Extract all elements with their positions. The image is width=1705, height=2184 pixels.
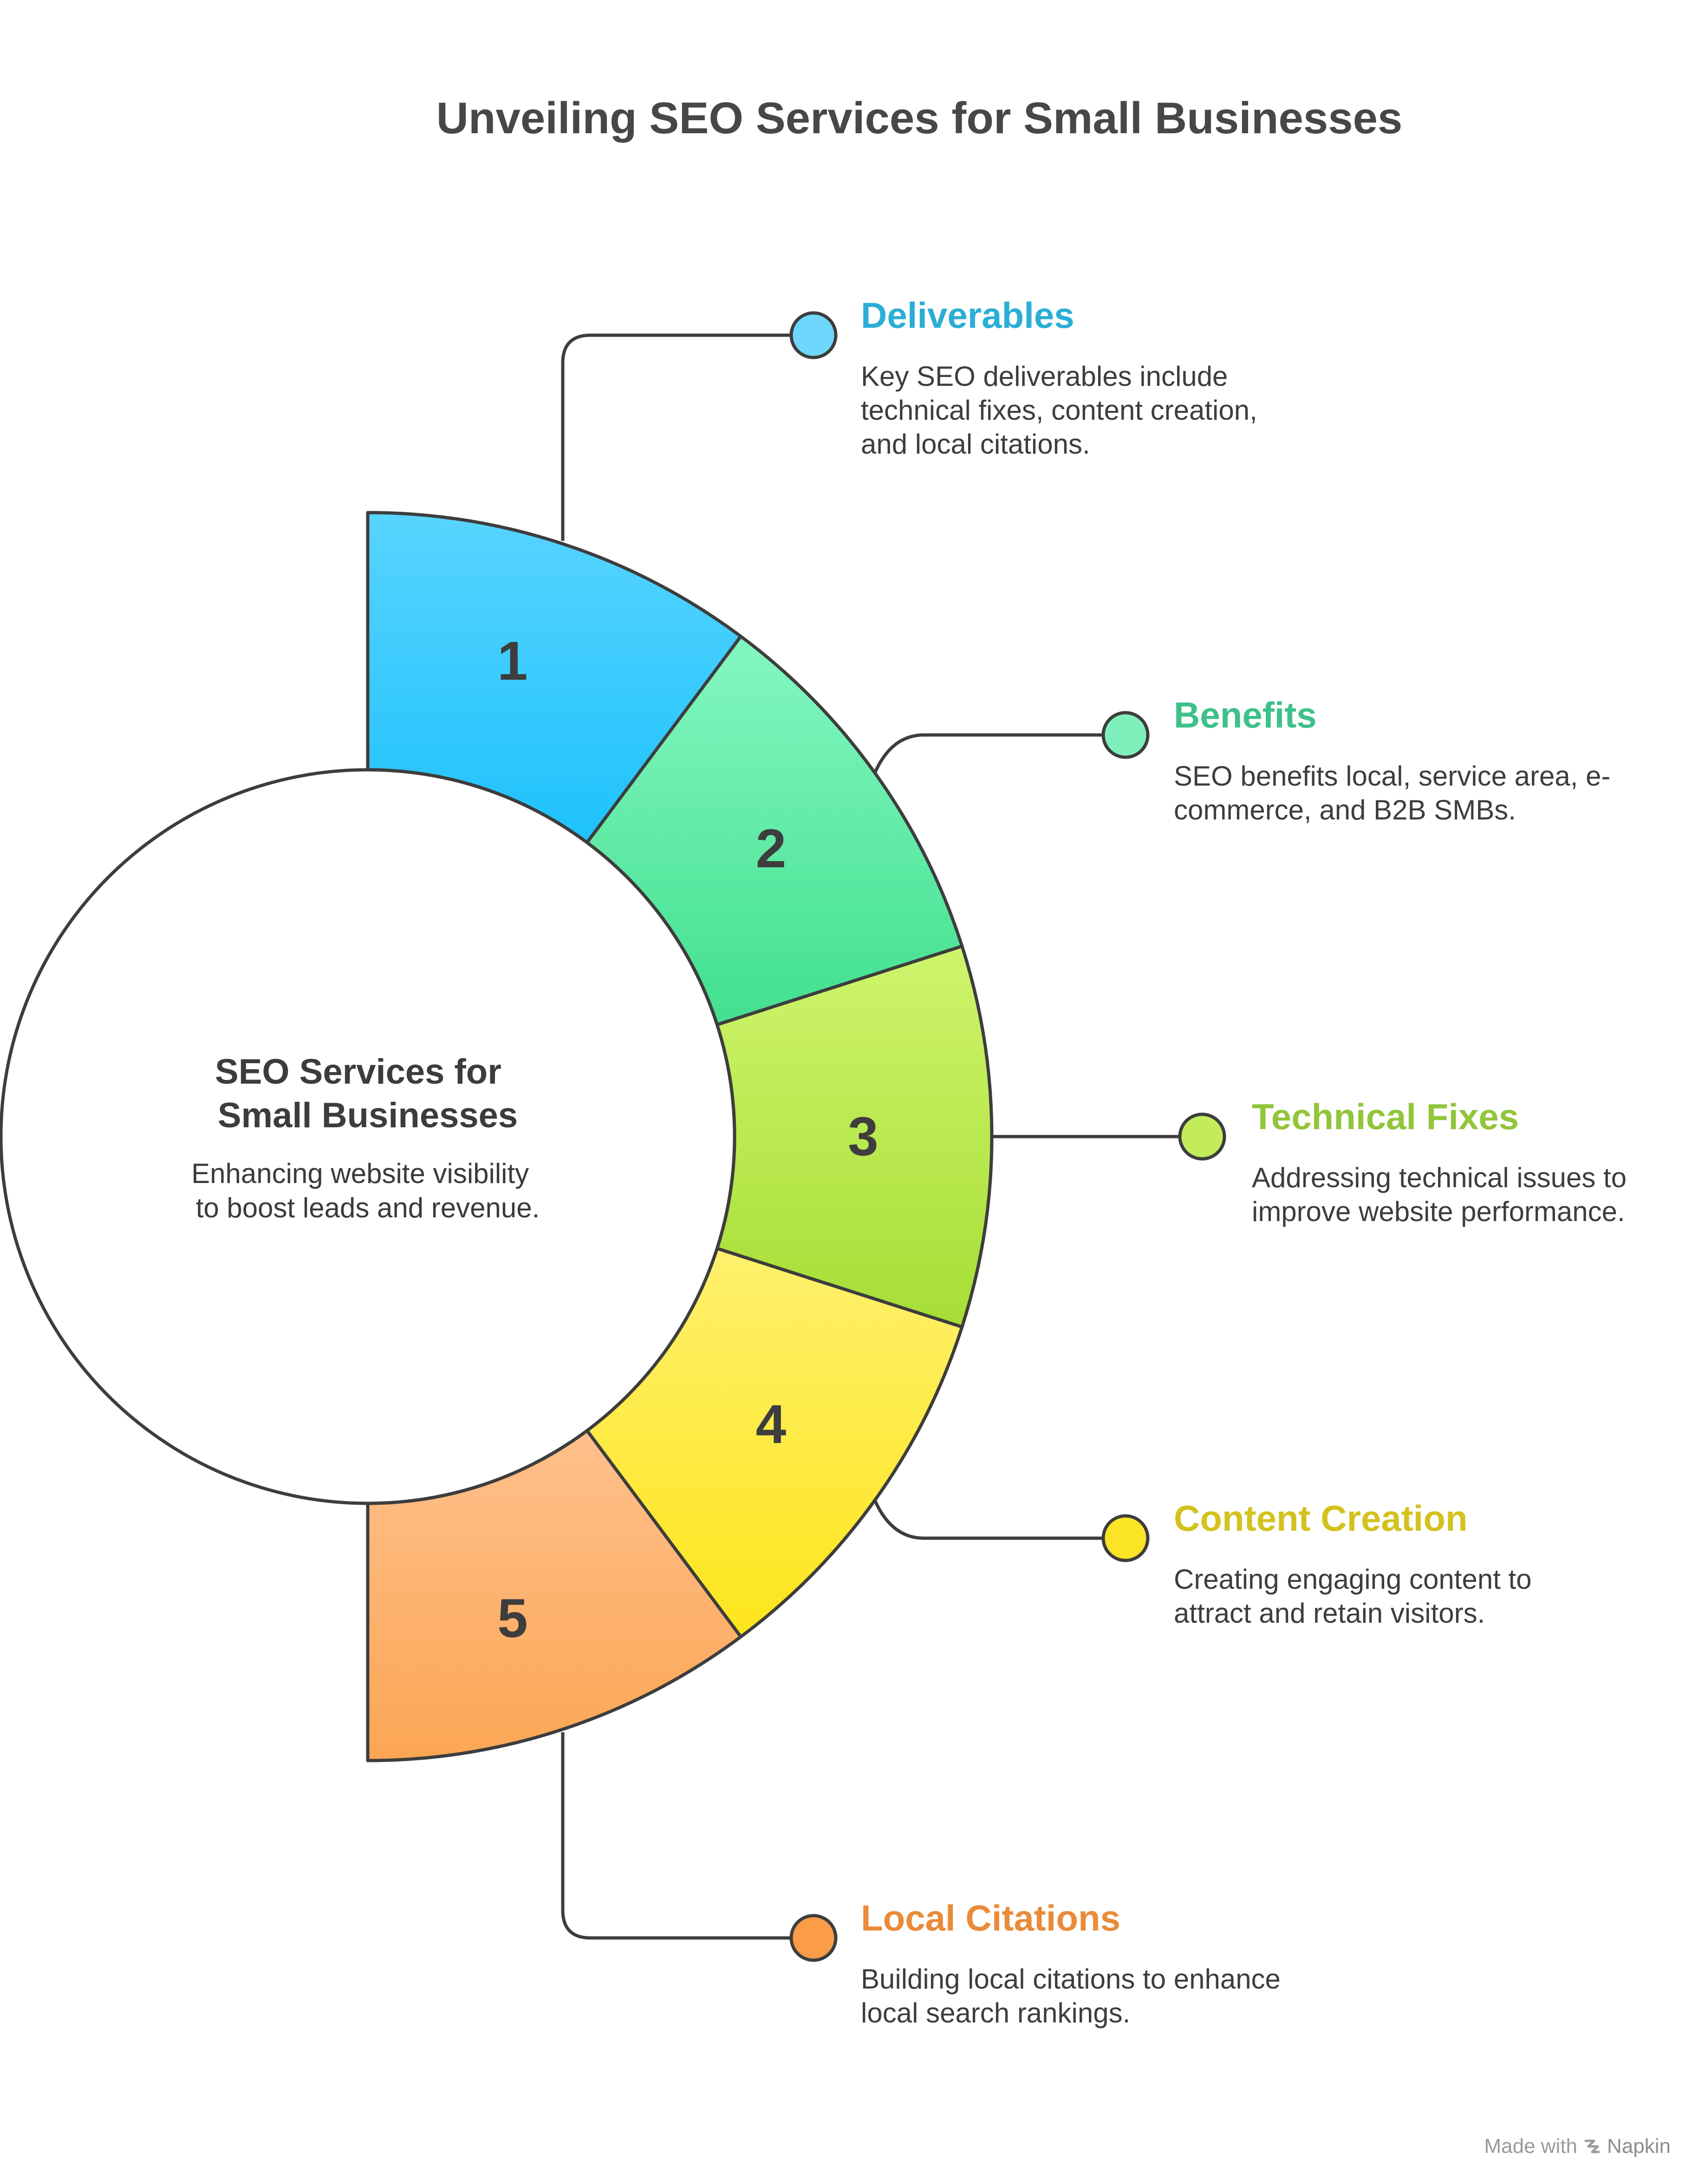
footer-watermark: Made with Napkin <box>1484 2135 1671 2158</box>
ring-segments: 1 2 3 4 5 <box>366 511 994 1762</box>
connector-dot-deliverables <box>789 311 838 359</box>
item-desc-technical-fixes: Addressing technical issues to improve w… <box>1252 1162 1627 1227</box>
segment-number-2: 2 <box>756 818 787 879</box>
item-title-deliverables: Deliverables <box>861 295 1074 336</box>
item-desc-local-citations: Building local citations to enhance loca… <box>861 1963 1281 2028</box>
connector-dot-benefits <box>1101 711 1150 759</box>
item-title-content-creation: Content Creation <box>1174 1498 1468 1539</box>
connector-dot-content-creation <box>1101 1514 1150 1562</box>
napkin-logo-icon <box>1585 2139 1600 2153</box>
center-desc-line-2: to boost leads and revenue. <box>196 1192 540 1223</box>
made-with-label: Made with <box>1484 2135 1578 2158</box>
center-desc-line-1: Enhancing website visibility <box>191 1158 529 1189</box>
item-desc-content-creation: Creating engaging content to attract and… <box>1174 1564 1532 1629</box>
connector-lines <box>561 333 1180 1940</box>
segment-number-5: 5 <box>497 1588 528 1649</box>
center-circle-group: SEO Services for Small Businesses Enhanc… <box>0 768 736 1505</box>
item-title-benefits: Benefits <box>1174 695 1317 735</box>
connector-line-local-citations <box>561 1732 791 1940</box>
segment-number-4: 4 <box>756 1394 787 1455</box>
item-title-technical-fixes: Technical Fixes <box>1252 1096 1519 1137</box>
center-title-line-1: SEO Services for <box>215 1052 501 1092</box>
connector-line-content-creation <box>873 1499 1103 1540</box>
connector-dot-local-citations <box>789 1914 838 1962</box>
item-title-local-citations: Local Citations <box>861 1898 1121 1938</box>
segment-number-3: 3 <box>848 1106 879 1167</box>
connector-line-deliverables <box>561 333 791 541</box>
connector-line-benefits <box>873 733 1103 774</box>
item-desc-benefits: SEO benefits local, service area, e-comm… <box>1174 760 1611 826</box>
center-description: Enhancing website visibility to boost le… <box>191 1158 540 1223</box>
center-circle <box>0 768 736 1505</box>
connector-dots <box>789 311 1226 1962</box>
center-title-line-2: Small Businesses <box>218 1096 518 1135</box>
page-title: Unveiling SEO Services for Small Busines… <box>436 93 1403 143</box>
segment-number-1: 1 <box>497 630 528 692</box>
center-title: SEO Services for Small Businesses <box>215 1052 518 1135</box>
connector-dot-technical-fixes <box>1178 1112 1226 1161</box>
item-desc-deliverables: Key SEO deliverables include technical f… <box>861 361 1257 460</box>
napkin-brand-label: Napkin <box>1607 2135 1671 2158</box>
